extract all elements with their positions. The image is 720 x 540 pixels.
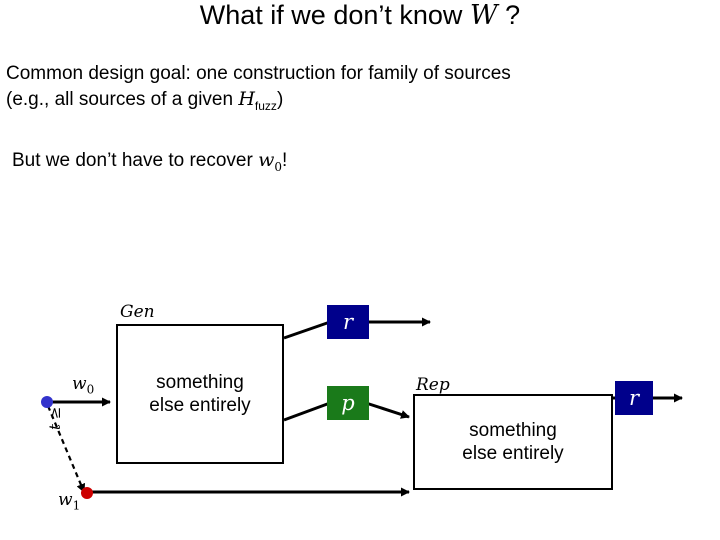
recover-subscript: 0 [274, 159, 282, 174]
rep-label: Rep [416, 375, 450, 395]
chip-p: p [327, 386, 369, 420]
node-w1-var: w [58, 490, 73, 510]
node-w0-label: w0 [72, 374, 94, 396]
rep-box-text-line2: else entirely [462, 443, 564, 464]
chip-r-top: r [327, 305, 369, 339]
node-w0-sub: 0 [86, 382, 95, 397]
page-title: What if we don’t know W ? [0, 0, 720, 33]
recover-note-line: But we don’t have to recover w0! [12, 148, 287, 179]
node-w1-label: w1 [58, 490, 80, 512]
diagram-connectors [41, 317, 683, 499]
entropy-variable: H [238, 88, 255, 110]
title-variable: W [469, 0, 498, 31]
title-prefix: What if we don’t know [199, 0, 470, 30]
node-w1-sub: 1 [72, 498, 81, 513]
design-goal-line-2: (e.g., all sources of a given Hfuzz) [6, 87, 283, 118]
chip-r-right-label: r [628, 386, 640, 410]
entropy-subscript: fuzz [254, 98, 277, 113]
construction-diagram: Gen something else entirely Rep somethin… [0, 280, 720, 540]
design-goal-text-1: Common design goal: one construction for… [6, 63, 511, 84]
recover-note-suffix: ! [282, 150, 288, 171]
chip-r-top-label: r [342, 310, 354, 334]
node-w0-dot [41, 396, 53, 408]
gen-box-text-line1: something [156, 372, 244, 393]
gen-box-text-line2: else entirely [149, 395, 251, 416]
node-w1-dot [81, 487, 93, 499]
node-w0-var: w [72, 374, 87, 394]
gen-label: Gen [120, 302, 155, 322]
gen-box: something else entirely [116, 324, 284, 464]
rep-box: something else entirely [413, 394, 613, 490]
design-goal-text-2-suffix: ) [276, 89, 284, 110]
recover-note-prefix: But we don’t have to recover [12, 150, 259, 171]
title-suffix: ? [497, 0, 521, 30]
chip-p-label: p [341, 391, 355, 415]
chip-r-right: r [615, 381, 653, 415]
recover-variable: w [258, 149, 275, 171]
distance-label: t ≥ [46, 406, 64, 430]
rep-box-text-line1: something [469, 420, 557, 441]
design-goal-line-1: Common design goal: one construction for… [6, 62, 511, 86]
design-goal-text-2-prefix: (e.g., all sources of a given [6, 89, 239, 110]
